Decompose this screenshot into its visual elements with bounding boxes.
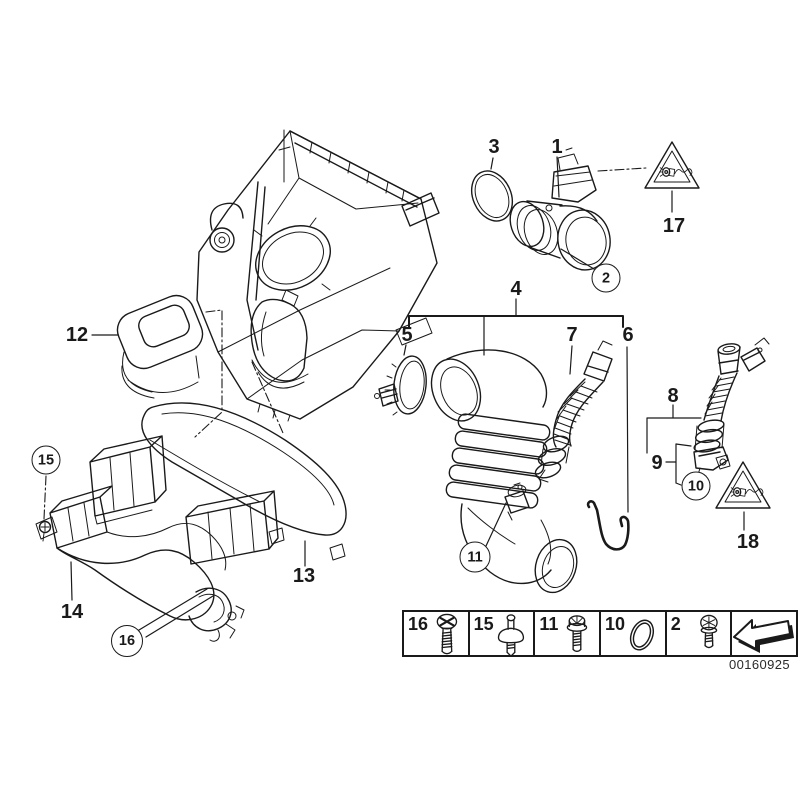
air-filter-housing-drawing [196, 129, 440, 422]
callout-circle-2[interactable]: 2 [591, 263, 621, 293]
callout-12[interactable]: 12 [65, 324, 89, 346]
callout-4[interactable]: 4 [510, 278, 522, 300]
hose-clamp-drawing [374, 344, 427, 416]
upper-intake-duct-drawing [89, 402, 347, 567]
wire-clip-drawing [586, 346, 630, 551]
callout-circle-16[interactable]: 16 [111, 625, 143, 657]
o-ring-icon [629, 619, 654, 651]
callout-14[interactable]: 14 [60, 601, 84, 623]
hex-head-bolt-icon [566, 615, 588, 652]
legend-cell-16[interactable]: 16 [404, 612, 470, 655]
legend-cell-10[interactable]: 10 [601, 612, 667, 655]
callout-circle-10[interactable]: 10 [681, 471, 711, 501]
callout-circle-11[interactable]: 11 [459, 541, 491, 573]
legend-number: 16 [408, 614, 429, 634]
legend-number: 11 [539, 614, 559, 634]
expansion-rivet-icon [498, 614, 525, 657]
direction-arrow-icon [733, 619, 795, 653]
callout-3[interactable]: 3 [488, 136, 500, 158]
o-ring-drawing [470, 157, 514, 222]
legend-cell-11[interactable]: 11 [535, 612, 602, 655]
callout-9[interactable]: 9 [651, 452, 663, 474]
vent-pipe-drawing [646, 337, 770, 486]
warning-triangle-18 [715, 461, 771, 531]
legend-number: 2 [670, 614, 681, 634]
legend-number: 10 [605, 614, 626, 634]
lower-intake-duct-drawing [35, 485, 245, 642]
callout-8[interactable]: 8 [667, 385, 679, 407]
callout-17[interactable]: 17 [662, 215, 686, 237]
group-4-bracket [408, 298, 624, 356]
mass-air-flow-sensor-drawing [509, 147, 611, 271]
warning-triangle-17 [644, 141, 700, 213]
intake-boot-drawing [430, 349, 578, 594]
callout-leader-lines [43, 475, 214, 638]
legend-number: 15 [473, 614, 494, 634]
legend-cell-15[interactable]: 15 [470, 612, 536, 657]
assembly-axis-lines [194, 167, 647, 438]
callout-1[interactable]: 1 [551, 136, 563, 158]
pan-head-screw-icon [436, 613, 457, 655]
callout-circle-15[interactable]: 15 [31, 445, 61, 475]
fastener-legend: 16 15 [402, 610, 798, 657]
intake-grommet-drawing [91, 294, 204, 399]
callout-6[interactable]: 6 [622, 324, 634, 346]
legend-cell-2[interactable]: 2 [667, 612, 733, 655]
document-number: 00160925 [728, 657, 790, 672]
legend-cell-arrow[interactable] [732, 612, 796, 655]
callout-13[interactable]: 13 [292, 565, 316, 587]
callout-5[interactable]: 5 [401, 324, 413, 346]
callout-7[interactable]: 7 [566, 324, 578, 346]
callout-18[interactable]: 18 [736, 531, 760, 553]
washer-head-screw-icon [700, 614, 719, 649]
braided-hose-drawing [534, 340, 613, 483]
